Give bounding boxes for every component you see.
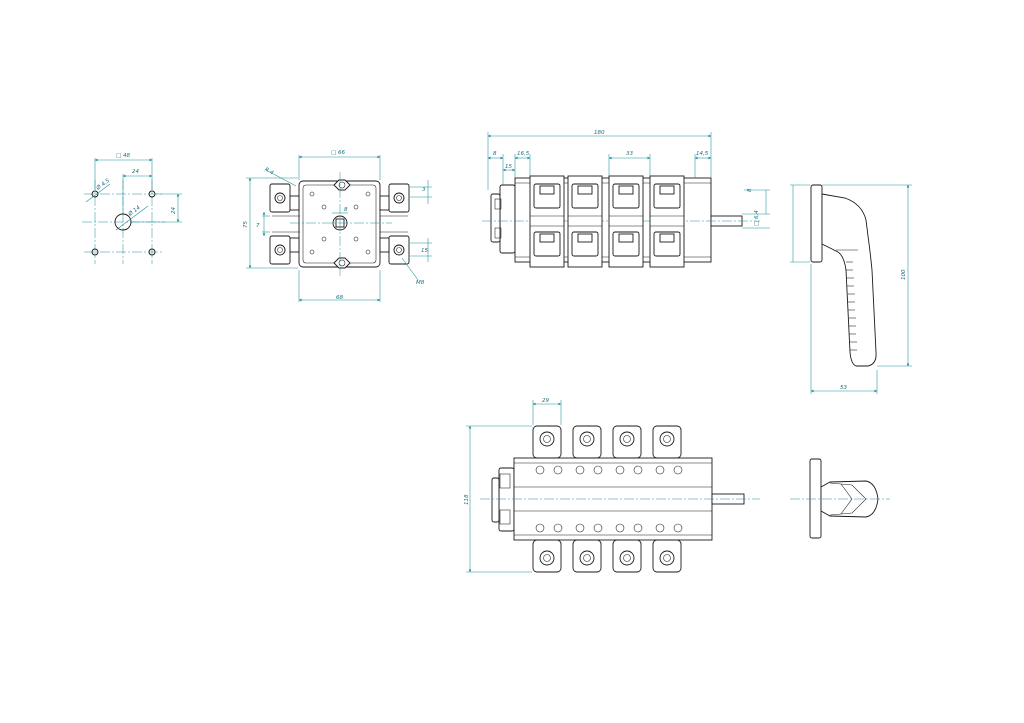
dim-front-offset: 7 (256, 223, 260, 229)
handle-side-view: 100 53 (790, 184, 912, 394)
top-contact-screws (535, 465, 683, 533)
dim-width-48: □ 48 (116, 153, 130, 159)
dim-side-a: 8 (493, 151, 497, 157)
dim-front-square-66: □ 66 (331, 150, 345, 156)
dim-side-end: 14,5 (696, 151, 709, 157)
dim-small-hole-diameter: Ø 4,5 (94, 177, 111, 192)
dim-front-right-top: 3 (422, 187, 426, 193)
front-view: □ 66 75 68 3 15 R 4 8 7 M8 (243, 150, 432, 302)
dim-top-height-118: 118 (464, 494, 470, 505)
dim-side-shaft-small: 8 (747, 188, 753, 192)
handle-grip-ribs (846, 261, 857, 351)
dim-front-right-bottom: 15 (421, 248, 428, 254)
dim-side-pitch-33: 33 (626, 151, 633, 157)
dim-front-thread: M8 (416, 280, 425, 286)
dim-top-pitch-29: 29 (542, 398, 549, 404)
side-contact-modules (529, 175, 685, 268)
side-view: 180 8 15 16,5 33 14,5 8 □ 6,4 (482, 130, 770, 268)
dim-side-length-180: 180 (594, 130, 605, 136)
top-terminal-row-lower (532, 539, 682, 573)
dim-side-shaft-square: □ 6,4 (754, 210, 760, 226)
top-view: 29 118 (464, 398, 760, 573)
dim-half-vertical: 24 (171, 207, 177, 214)
dim-handle-width-53: 53 (840, 385, 847, 391)
handle-top-view (790, 458, 890, 539)
dim-front-radius: R 4 (263, 167, 274, 177)
dim-front-bottom-68: 68 (336, 295, 343, 301)
dim-side-c: 16,5 (517, 151, 530, 157)
dim-half-horizontal: 24 (132, 169, 139, 175)
dim-front-height-75: 75 (243, 221, 249, 228)
top-terminal-row-upper (532, 425, 682, 459)
hole-pattern-view: □ 48 24 24 Ø 4,5 Ø 14 (82, 153, 182, 264)
dim-side-b: 15 (505, 164, 512, 170)
dim-front-shaft: 8 (344, 207, 348, 213)
dim-handle-height-100: 100 (901, 269, 907, 280)
